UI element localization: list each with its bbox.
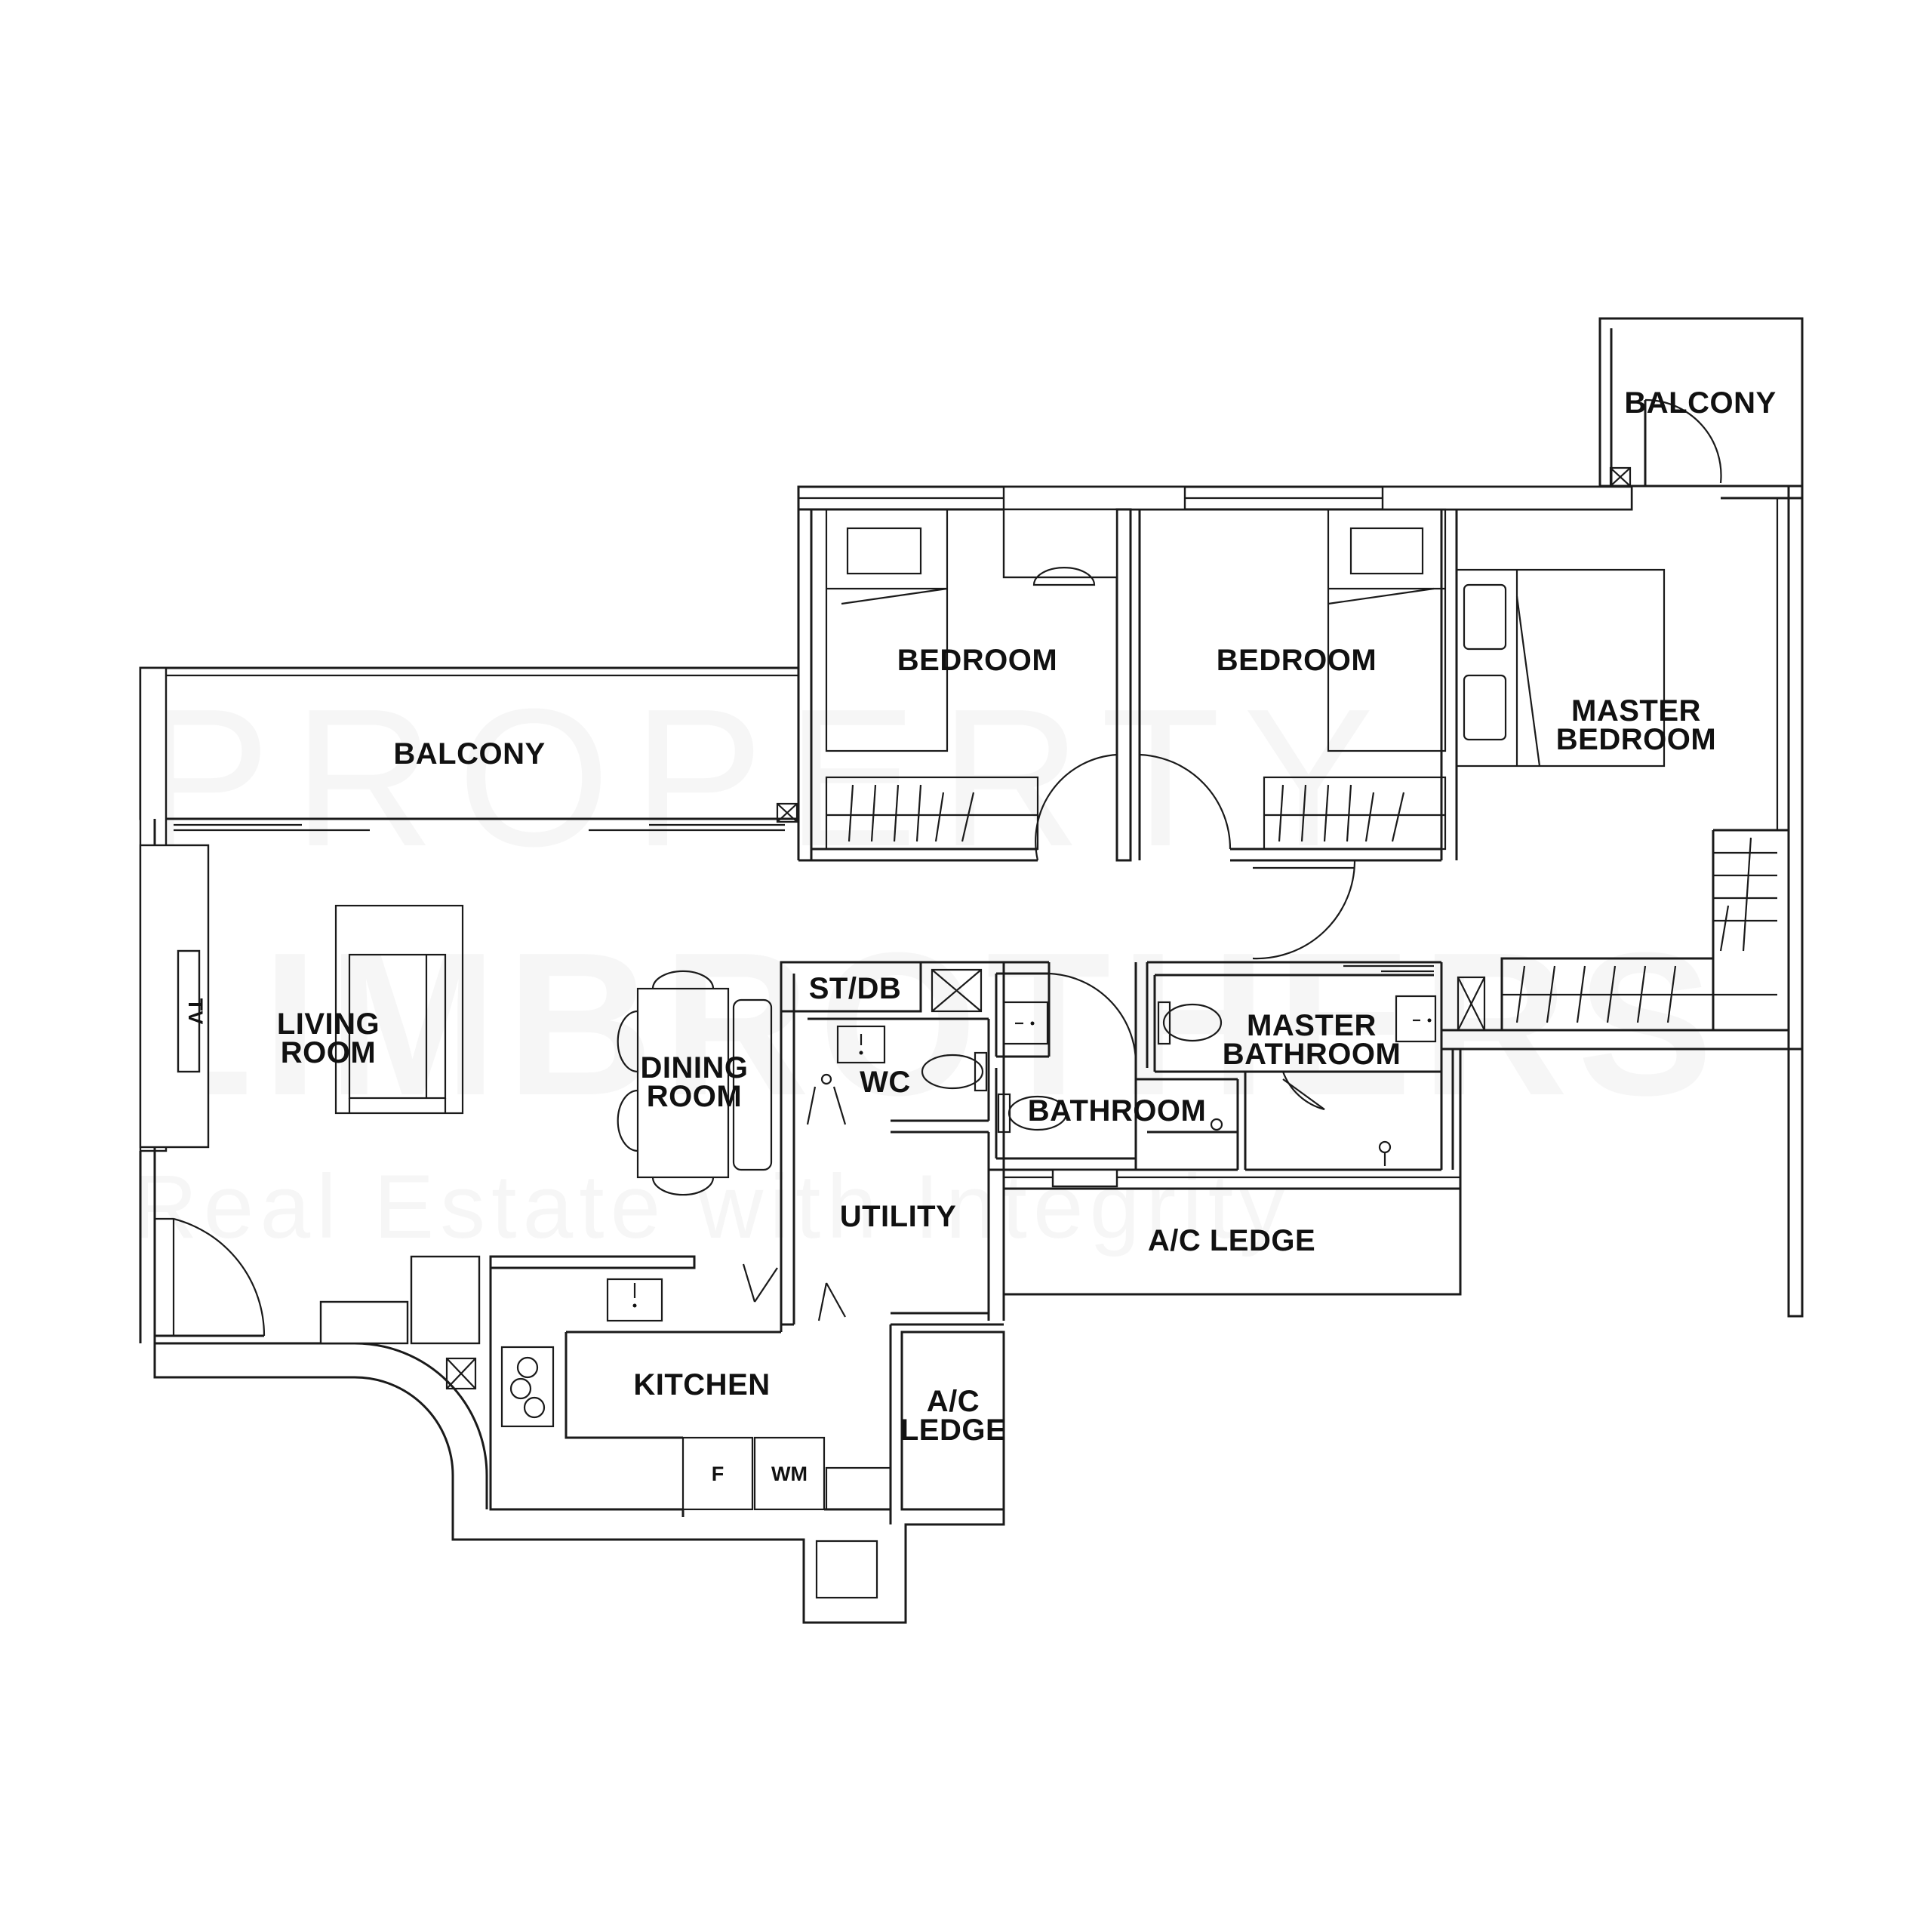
label-living-line1: LIVING [277,1008,380,1041]
label-master-bedroom-line2: BEDROOM [1556,723,1716,756]
bathrooms [989,961,1486,1171]
label-ac-ledge-small-line1: A/C [927,1385,980,1418]
washing-machine [753,1436,826,1511]
living-dining [334,904,773,1196]
watermark-line1: PROPERTY [140,669,1397,888]
label-bathroom: BATHROOM [1028,1094,1207,1128]
wardrobe-2 [1263,776,1447,851]
washing-machine-label: WM [771,1463,808,1485]
kitchen-hob [500,1346,555,1428]
label-balcony-living: BALCONY [393,737,545,771]
room-labels: BALCONY BEDROOM BEDROOM MASTER BEDROOM B… [277,386,1776,1447]
label-master-bedroom-line1: MASTER [1571,694,1701,728]
master-toilet [1162,1003,1223,1042]
dining-table [636,987,730,1179]
label-dining-line1: DINING [641,1051,749,1084]
bed-2 [1327,508,1447,752]
service-core: F WM [489,961,1049,1524]
sofa [334,904,464,1115]
label-kitchen: KITCHEN [633,1368,770,1401]
bedroom-1 [797,498,1132,862]
fridge [681,1436,754,1511]
wardrobe-1 [825,776,1039,851]
tv-label: TV [184,998,207,1025]
label-dining-line2: ROOM [647,1080,742,1113]
label-master-bathroom-line2: BATHROOM [1223,1038,1401,1071]
label-st-db: ST/DB [809,972,902,1005]
wc-toilet [921,1054,984,1090]
master-sink [1395,995,1437,1043]
wc-sink [836,1025,886,1064]
label-balcony-master: BALCONY [1624,386,1776,420]
master-balcony-outline [1598,317,1804,488]
bathroom-sink [1002,1001,1049,1045]
bed-1 [825,508,949,752]
label-living-line2: ROOM [281,1036,376,1069]
label-master-bathroom-line1: MASTER [1247,1009,1377,1042]
master-bedroom [1252,568,1666,960]
label-ac-ledge-right: A/C LEDGE [1148,1224,1315,1257]
tv [177,949,201,1073]
master-bed [1455,568,1666,768]
ac-ledges [900,1049,1462,1511]
outer-walls: TV [139,317,1804,1624]
kitchen-sink [606,1278,663,1322]
label-ac-ledge-small-line2: LEDGE [900,1414,1006,1447]
fridge-label: F [712,1463,724,1485]
label-bedroom-1: BEDROOM [897,644,1057,677]
label-utility: UTILITY [840,1200,957,1233]
label-bedroom-2: BEDROOM [1217,644,1377,677]
label-wc: WC [860,1066,911,1099]
ac-ledge-small [900,1331,1005,1511]
